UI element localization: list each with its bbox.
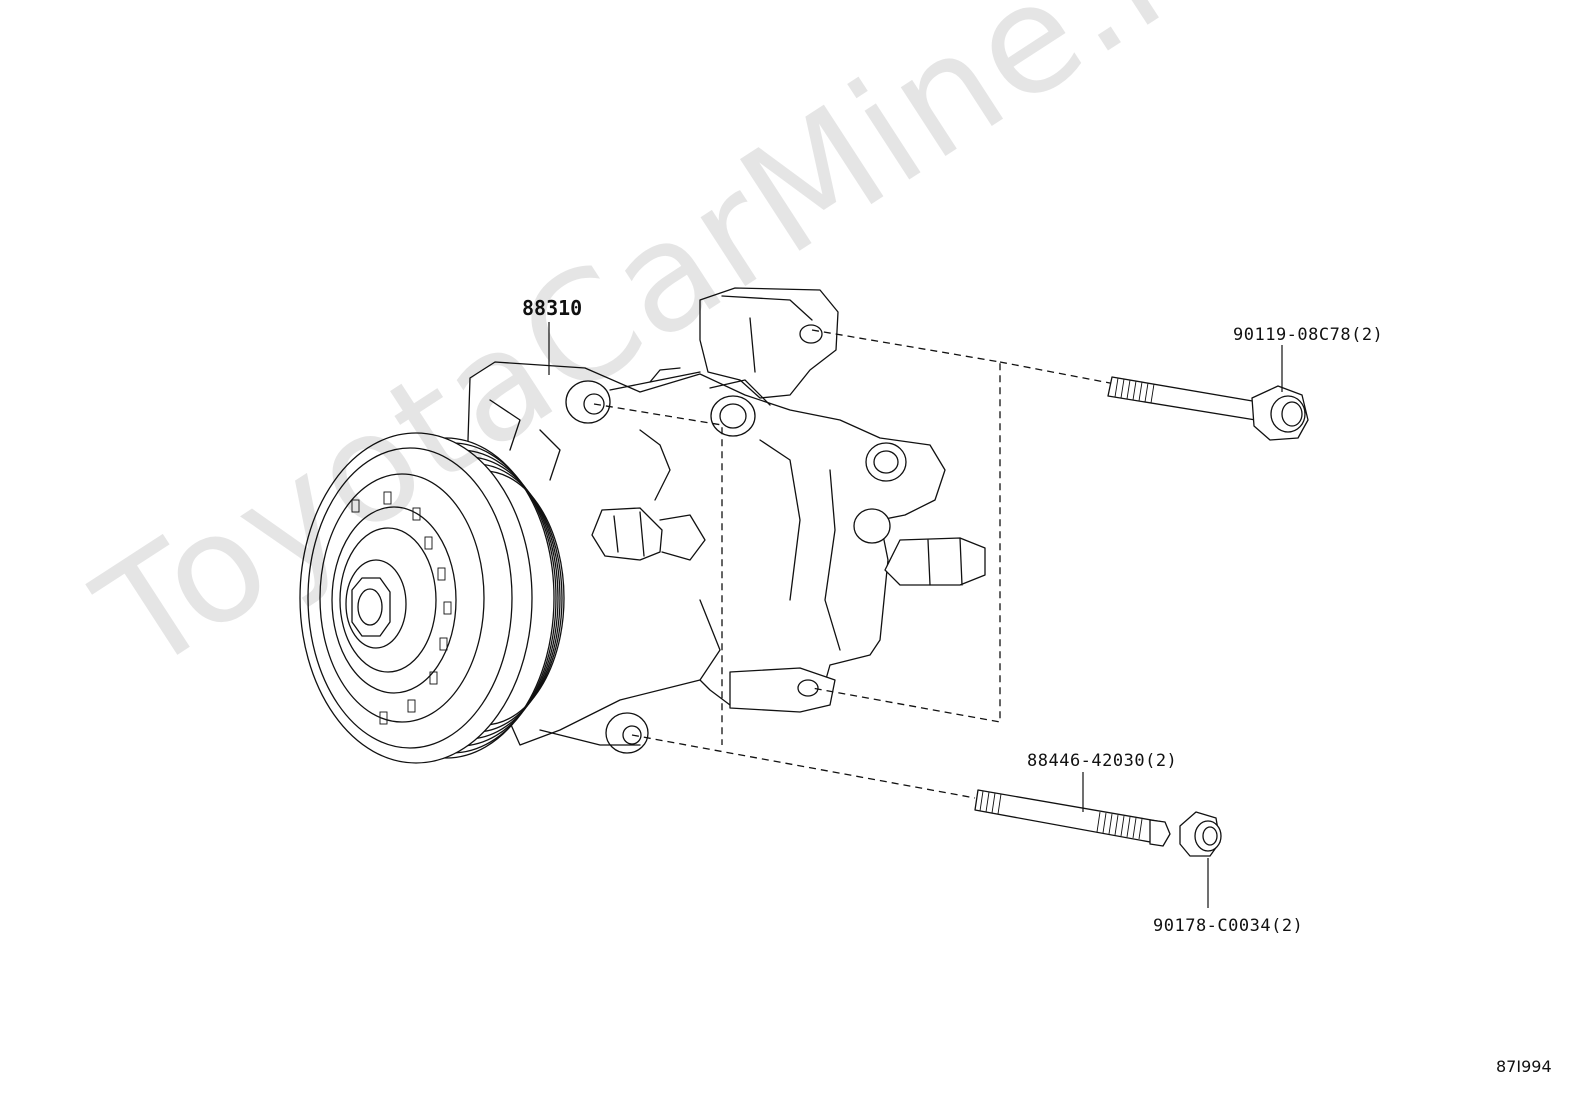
- stud-part: [974, 789, 1171, 847]
- leader-lines: [548, 322, 1283, 908]
- compressor-body: [467, 287, 986, 754]
- nut-part: [1179, 811, 1222, 857]
- drawing-code: 87I994: [1496, 1057, 1552, 1076]
- callout-compressor: 88310: [522, 296, 583, 320]
- bolt-part: [1107, 376, 1309, 441]
- callout-bolt: 90119-08C78(2): [1233, 325, 1384, 345]
- assembly-dashed-lines: [593, 329, 1116, 799]
- callout-nut: 90178-C0034(2): [1153, 916, 1304, 936]
- compressor-pulley: [299, 432, 565, 764]
- callout-stud: 88446-42030(2): [1027, 751, 1178, 771]
